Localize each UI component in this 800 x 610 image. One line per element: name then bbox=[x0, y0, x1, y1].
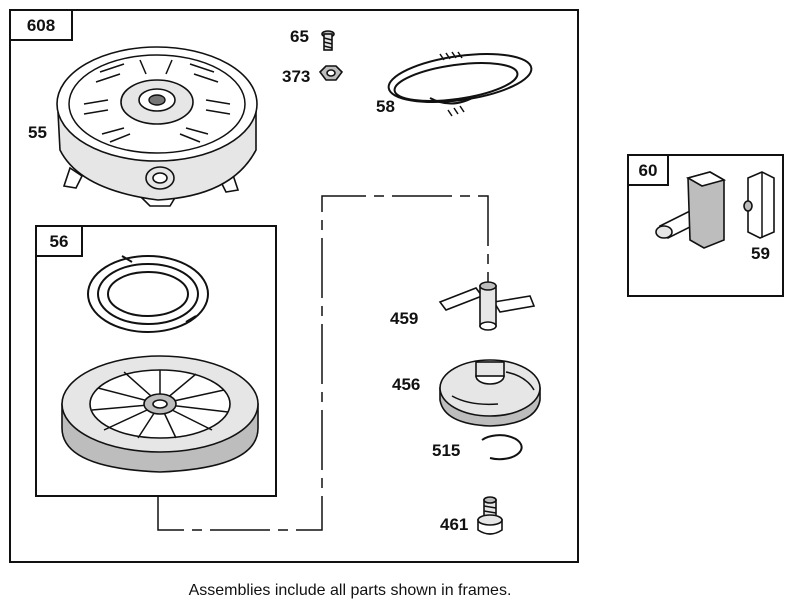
rewind-spring bbox=[87, 255, 209, 333]
pawl bbox=[438, 281, 536, 331]
label-65: 65 bbox=[290, 27, 309, 46]
frame-608-tag: 608 bbox=[27, 16, 55, 35]
label-373: 373 bbox=[282, 67, 310, 86]
frame-56-tag-box bbox=[35, 225, 83, 257]
starter-handle bbox=[655, 171, 727, 249]
circlip bbox=[481, 434, 523, 461]
label-55: 55 bbox=[28, 123, 47, 142]
screw bbox=[321, 30, 335, 51]
frame-608 bbox=[9, 9, 579, 563]
spring-pin bbox=[477, 496, 503, 535]
assembly-connector-line bbox=[157, 195, 489, 531]
caption: Assemblies include all parts shown in fr… bbox=[188, 582, 512, 599]
label-461: 461 bbox=[440, 515, 468, 534]
frame-60 bbox=[627, 154, 784, 297]
frame-608-tag-box bbox=[9, 9, 73, 41]
frame-60-tag-box bbox=[627, 154, 669, 186]
nut bbox=[318, 65, 344, 81]
handle-insert bbox=[743, 171, 775, 239]
starter-rope bbox=[387, 51, 533, 117]
frame-60-tag: 60 bbox=[639, 161, 658, 180]
pulley bbox=[61, 355, 259, 473]
label-59: 59 bbox=[751, 244, 770, 263]
frame-56-tag: 56 bbox=[50, 232, 69, 251]
label-58: 58 bbox=[376, 97, 395, 116]
label-515: 515 bbox=[432, 441, 460, 460]
label-459: 459 bbox=[390, 309, 418, 328]
frame-56 bbox=[35, 225, 277, 497]
retainer bbox=[439, 359, 541, 427]
label-456: 456 bbox=[392, 375, 420, 394]
blower-housing bbox=[56, 46, 258, 207]
